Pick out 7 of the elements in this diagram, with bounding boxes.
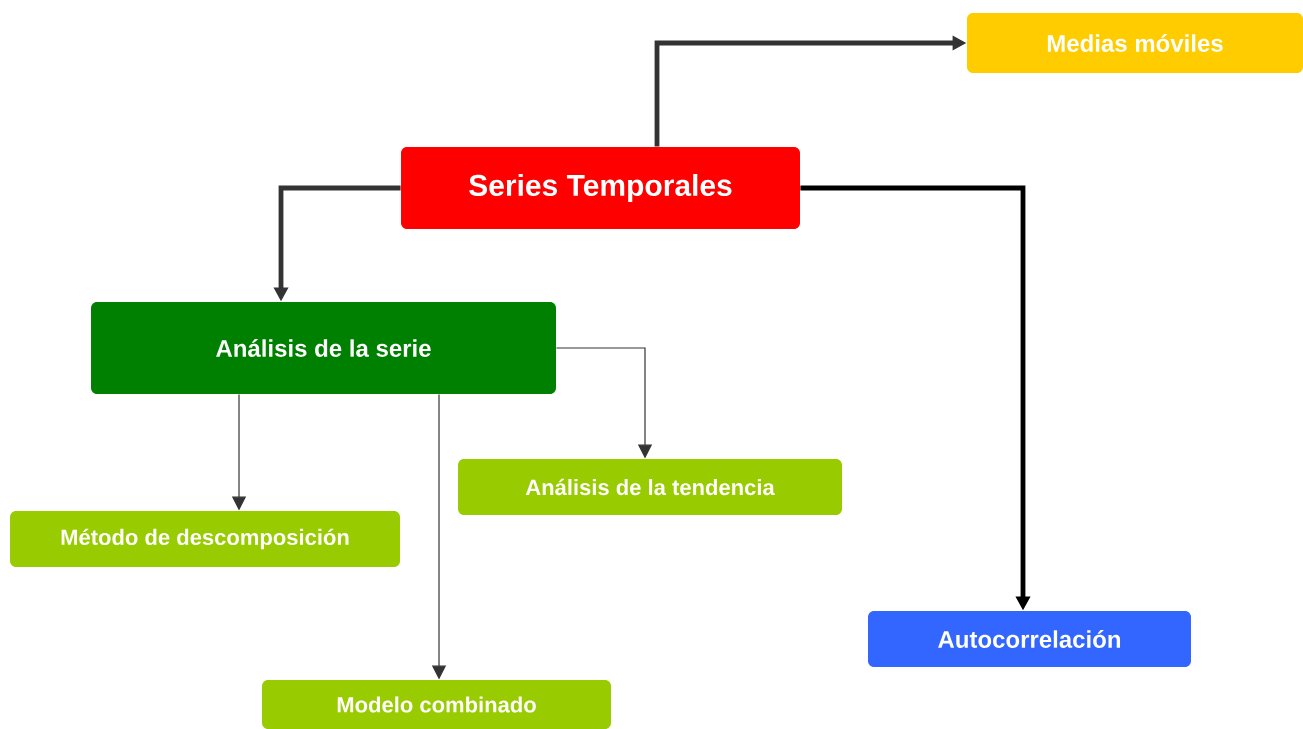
process-box: Método de descomposición xyxy=(10,511,400,567)
process-box: Autocorrelación xyxy=(868,611,1191,667)
process-box: Modelo combinado xyxy=(262,680,611,729)
process-box: Series Temporales xyxy=(401,147,800,229)
process-box: Análisis de la serie xyxy=(91,302,556,394)
process-box: Análisis de la tendencia xyxy=(458,459,842,515)
process-box: Medias móviles xyxy=(967,13,1303,73)
